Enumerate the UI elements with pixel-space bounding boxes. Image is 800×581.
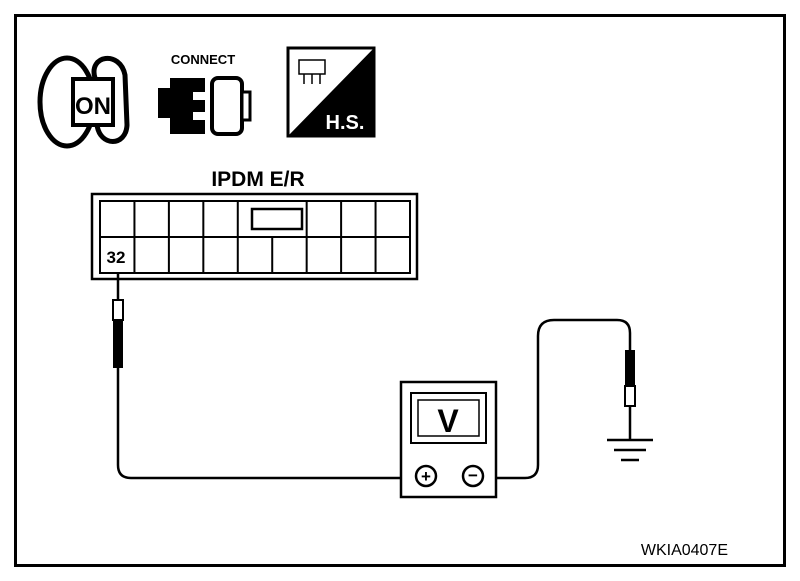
negative-lead-wire (486, 318, 632, 480)
connect-label: CONNECT (171, 52, 235, 67)
connector-lock-tab (250, 207, 304, 231)
negative-terminal (461, 464, 485, 488)
positive-probe (112, 299, 124, 368)
test-leads (116, 272, 632, 480)
ignition-key-icon: ON (37, 55, 130, 149)
positive-terminal (414, 464, 438, 488)
positive-terminal-symbol: + (421, 467, 431, 486)
harness-side-icon: H.S. (286, 46, 376, 138)
voltmeter: V + − (399, 380, 498, 499)
ipdm-connector-face (90, 192, 419, 281)
harness-connector-icon: CONNECT (158, 52, 252, 136)
ground-icon (607, 438, 653, 462)
harness-side-label: H.S. (326, 112, 365, 134)
connector-title: IPDM E/R (211, 168, 304, 191)
voltmeter-display: V (437, 403, 459, 439)
figure-code: WKIA0407E (641, 542, 728, 559)
negative-terminal-symbol: − (468, 466, 478, 485)
ignition-on-label: ON (75, 93, 111, 120)
terminal-32-label: 32 (107, 248, 126, 267)
negative-probe (624, 350, 636, 407)
positive-lead-wire (116, 368, 418, 480)
